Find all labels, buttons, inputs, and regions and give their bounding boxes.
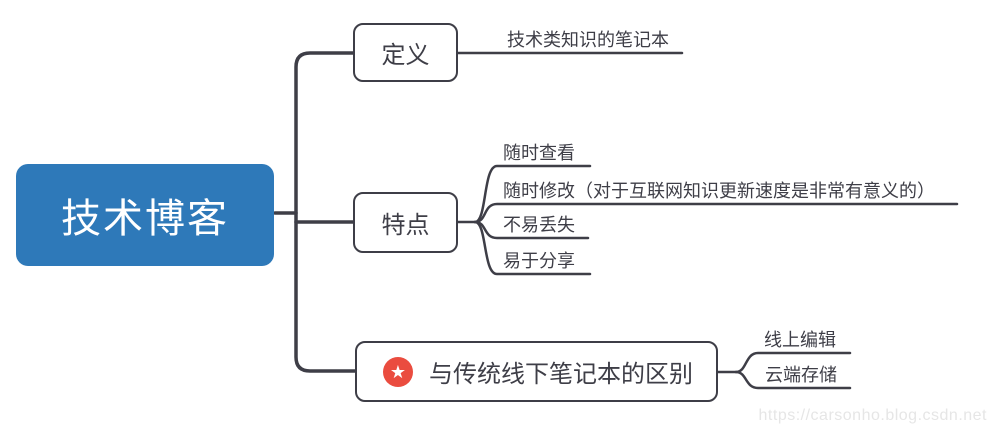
leaf-topic-definition-note[interactable]: 技术类知识的笔记本 — [507, 30, 669, 50]
branch-topic-definition[interactable]: 定义 — [353, 23, 458, 82]
root-topic-label: 技术博客 — [61, 197, 229, 241]
branch-topic-definition-label: 定义 — [381, 42, 430, 69]
connector-feat-leaf4 — [473, 220, 592, 276]
leaf-topic-cloud-storage[interactable]: 云端存储 — [765, 365, 837, 385]
watermark-url: https://carsonho.blog.csdn.net — [758, 407, 987, 424]
branch-topic-features[interactable]: 特点 — [353, 192, 458, 253]
star-icon: ★ — [383, 356, 413, 387]
branch-topic-features-label: 特点 — [381, 212, 430, 239]
leaf-topic-view-anytime[interactable]: 随时查看 — [503, 143, 575, 163]
connector-diff-leaf2 — [734, 370, 852, 390]
connector-feat-leaf1 — [473, 164, 592, 224]
leaf-topic-easy-to-share[interactable]: 易于分享 — [503, 251, 575, 271]
leaf-topic-not-easily-lost[interactable]: 不易丢失 — [503, 215, 575, 235]
leaf-topic-edit-anytime[interactable]: 随时修改（对于互联网知识更新速度是非常有意义的） — [503, 181, 935, 201]
branch-topic-difference[interactable]: ★ 与传统线下笔记本的区别 — [355, 341, 718, 402]
root-topic[interactable]: 技术博客 — [16, 164, 274, 266]
branch-topic-difference-label: 与传统线下笔记本的区别 — [429, 361, 693, 388]
connector-trunk — [294, 51, 357, 373]
leaf-topic-online-editing[interactable]: 线上编辑 — [764, 330, 836, 350]
